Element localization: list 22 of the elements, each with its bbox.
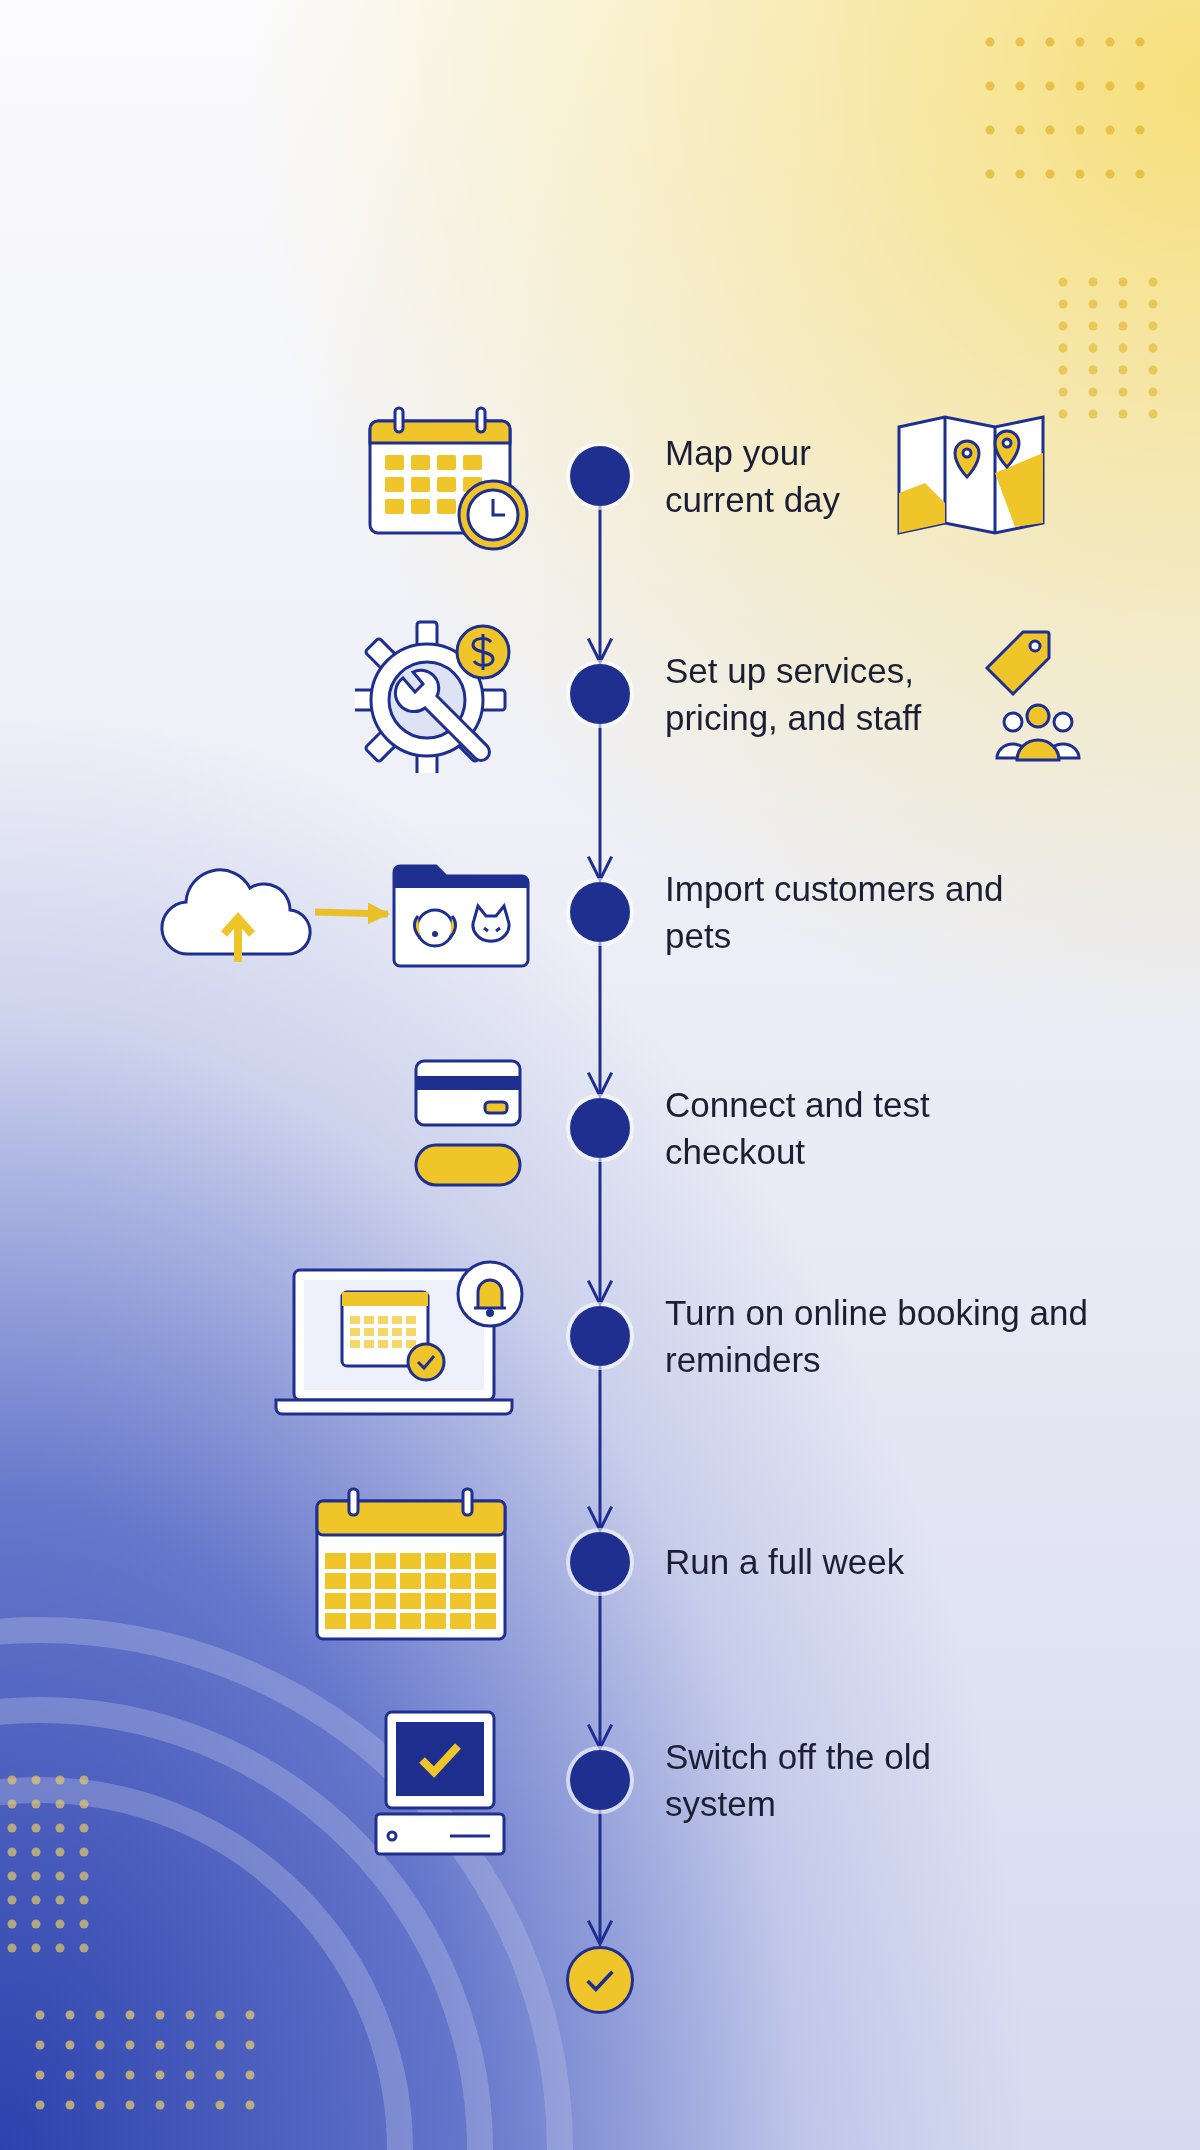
step-label: Switch off the old system (665, 1735, 932, 1825)
arrow (586, 724, 614, 882)
timeline-dot (570, 1306, 630, 1366)
step-label: Map your current day (665, 431, 842, 521)
timeline-dot (570, 1532, 630, 1592)
arrow (586, 506, 614, 664)
arrow (586, 1592, 614, 1750)
timeline-dot (570, 664, 630, 724)
timeline-dot (570, 882, 630, 942)
arrow (314, 902, 390, 925)
timeline-dot (570, 1098, 630, 1158)
timeline-dot (570, 1750, 630, 1810)
arrow (586, 1810, 614, 1946)
arrow (586, 1158, 614, 1306)
step-label: Set up services, pricing, and staff (665, 649, 923, 739)
timeline-dot (570, 446, 630, 506)
arrow (586, 1366, 614, 1532)
step-label: Import customers and pets (665, 867, 1005, 957)
step-label: Run a full week (665, 1541, 906, 1584)
arrow (586, 942, 614, 1098)
step-label: Turn on online booking and reminders (665, 1291, 1089, 1381)
step-label: Connect and test checkout (665, 1083, 931, 1173)
